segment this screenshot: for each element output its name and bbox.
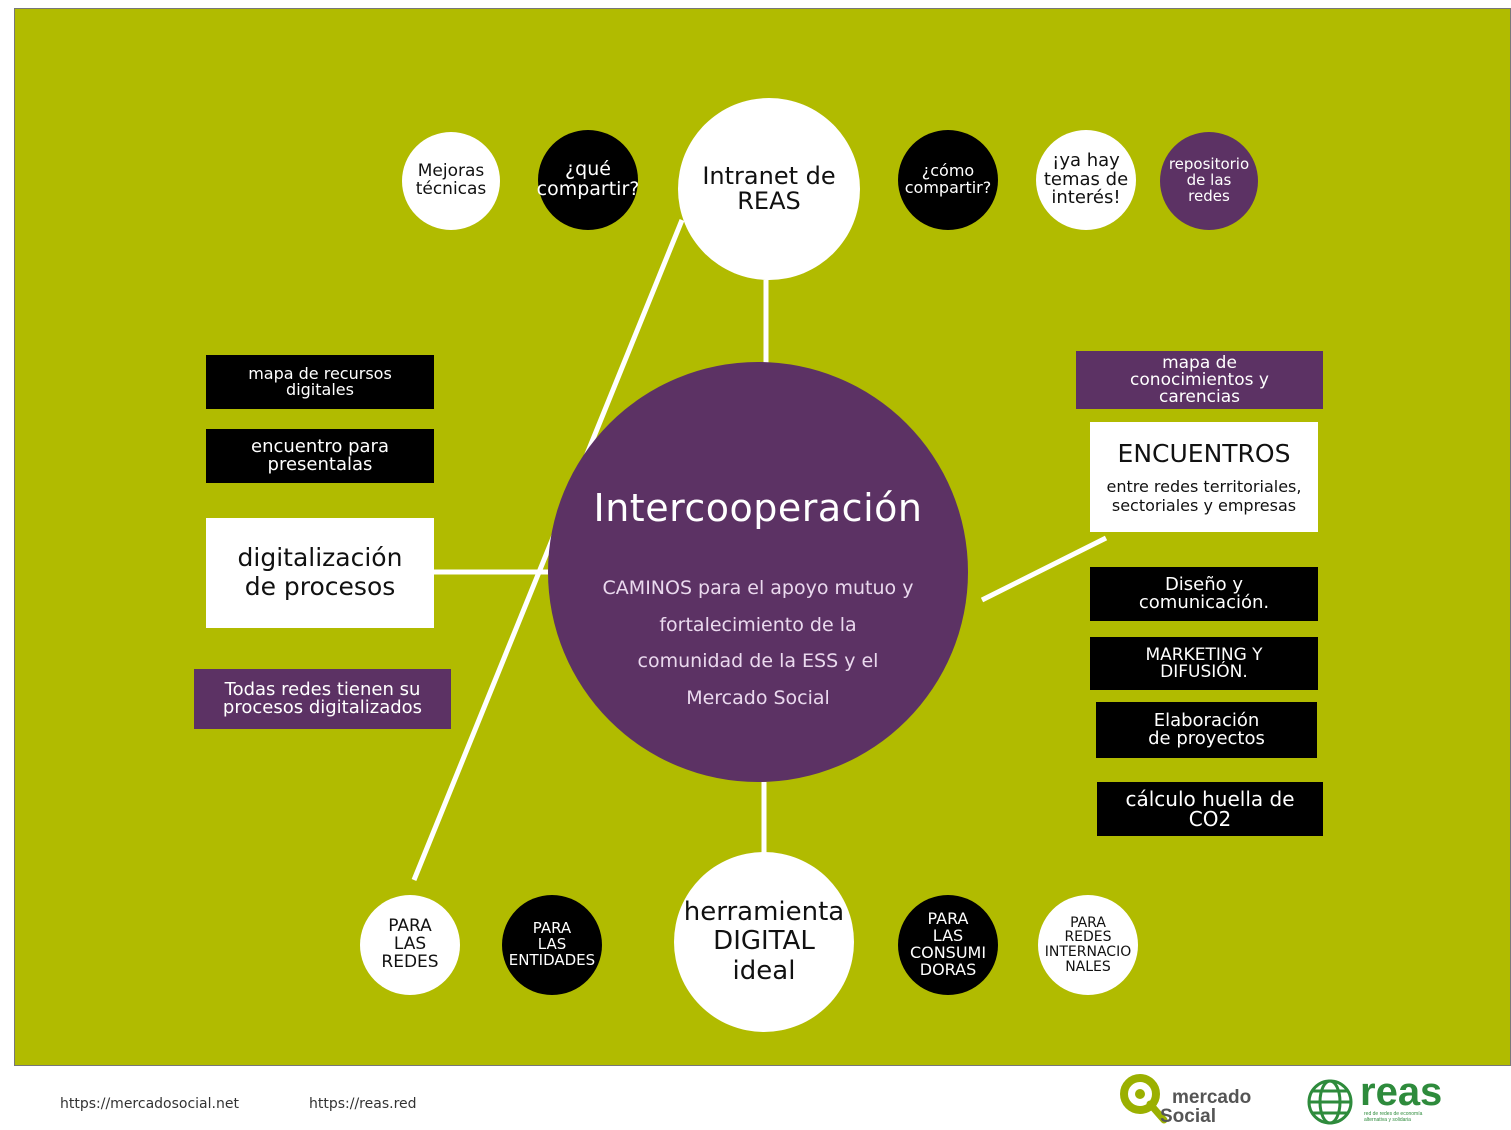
box-mapa-conocimientos: mapa de conocimientos y carencias bbox=[1076, 351, 1323, 409]
circle-mejoras-tecnicas: Mejoras técnicas bbox=[402, 132, 500, 230]
label: ¿qué compartir? bbox=[536, 158, 640, 200]
box-diseno-comunicacion: Diseño y comunicación. bbox=[1090, 567, 1318, 621]
circle-como-compartir: ¿cómo compartir? bbox=[898, 130, 998, 230]
encuentros-title: ENCUENTROS bbox=[1117, 439, 1291, 469]
mercado-social-logo-text-2: Social bbox=[1160, 1106, 1216, 1127]
label: MARKETING Y DIFUSIÓN. bbox=[1145, 644, 1263, 682]
circle-herramienta-digital: herramienta DIGITAL ideal bbox=[674, 852, 854, 1032]
box-encuentros: ENCUENTROS entre redes territoriales, se… bbox=[1090, 422, 1318, 532]
globe-icon bbox=[1307, 1079, 1353, 1125]
label: PARA LAS CONSUMI DORAS bbox=[909, 909, 987, 979]
box-mapa-recursos: mapa de recursos digitales bbox=[206, 355, 434, 409]
mercado-social-icon bbox=[1120, 1074, 1168, 1124]
label: ¿cómo compartir? bbox=[904, 161, 992, 197]
box-encuentro-presentalas: encuentro para presentalas bbox=[206, 429, 434, 483]
center-title: Intercooperación bbox=[593, 486, 923, 530]
label: Intranet de REAS bbox=[702, 161, 836, 215]
mercado-social-logo: mercado Social bbox=[1120, 1072, 1270, 1128]
box-digitalizacion-procesos: digitalización de procesos bbox=[206, 518, 434, 628]
label: digitalización de procesos bbox=[237, 543, 403, 601]
encuentros-subtitle: entre redes territoriales, sectoriales y… bbox=[1106, 477, 1302, 515]
circle-para-consumidoras: PARA LAS CONSUMI DORAS bbox=[898, 895, 998, 995]
center-circle: Intercooperación CAMINOS para el apoyo m… bbox=[548, 362, 968, 782]
label: Elaboración de proyectos bbox=[1148, 710, 1265, 749]
label: cálculo huella de CO2 bbox=[1125, 787, 1295, 831]
label: ¡ya hay temas de interés! bbox=[1043, 149, 1129, 209]
box-marketing-difusion: MARKETING Y DIFUSIÓN. bbox=[1090, 637, 1318, 690]
circle-para-redes-internacionales: PARA REDES INTERNACIO NALES bbox=[1038, 895, 1138, 995]
line-right bbox=[980, 535, 1108, 603]
center-subtitle: CAMINOS para el apoyo mutuo y fortalecim… bbox=[602, 577, 914, 709]
label: repositorio de las redes bbox=[1168, 155, 1250, 205]
label: Mejoras técnicas bbox=[415, 161, 487, 199]
label: PARA REDES INTERNACIO NALES bbox=[1044, 914, 1132, 975]
circle-repositorio: repositorio de las redes bbox=[1160, 132, 1258, 230]
circle-intranet-reas: Intranet de REAS bbox=[678, 98, 860, 280]
circle-para-redes: PARA LAS REDES bbox=[360, 895, 460, 995]
label: herramienta DIGITAL ideal bbox=[683, 897, 845, 986]
label: Todas redes tienen su procesos digitaliz… bbox=[222, 679, 423, 718]
label: mapa de recursos digitales bbox=[248, 364, 392, 399]
box-todas-redes: Todas redes tienen su procesos digitaliz… bbox=[194, 669, 451, 729]
box-elaboracion-proyectos: Elaboración de proyectos bbox=[1096, 702, 1317, 758]
label: PARA LAS REDES bbox=[381, 916, 439, 972]
mercado-social-logo-text-1: mercado bbox=[1172, 1087, 1252, 1108]
label: PARA LAS ENTIDADES bbox=[508, 919, 596, 969]
circle-que-compartir: ¿qué compartir? bbox=[536, 130, 640, 230]
reas-logo: reas red de redes de economía alternativ… bbox=[1304, 1070, 1454, 1128]
label: Diseño y comunicación. bbox=[1138, 574, 1270, 613]
reas-logo-tagline: red de redes de economía alternativa y s… bbox=[1364, 1111, 1423, 1123]
footer-link-reas[interactable]: https://reas.red bbox=[309, 1096, 417, 1112]
footer-link-mercadosocial[interactable]: https://mercadosocial.net bbox=[60, 1096, 239, 1112]
reas-logo-text: reas bbox=[1360, 1070, 1443, 1114]
circle-temas-interes: ¡ya hay temas de interés! bbox=[1036, 130, 1136, 230]
line-diagonal bbox=[411, 219, 685, 881]
box-calculo-huella: cálculo huella de CO2 bbox=[1097, 782, 1323, 836]
label: encuentro para presentalas bbox=[251, 436, 389, 475]
label: mapa de conocimientos y carencias bbox=[1130, 352, 1269, 407]
circle-para-entidades: PARA LAS ENTIDADES bbox=[502, 895, 602, 995]
